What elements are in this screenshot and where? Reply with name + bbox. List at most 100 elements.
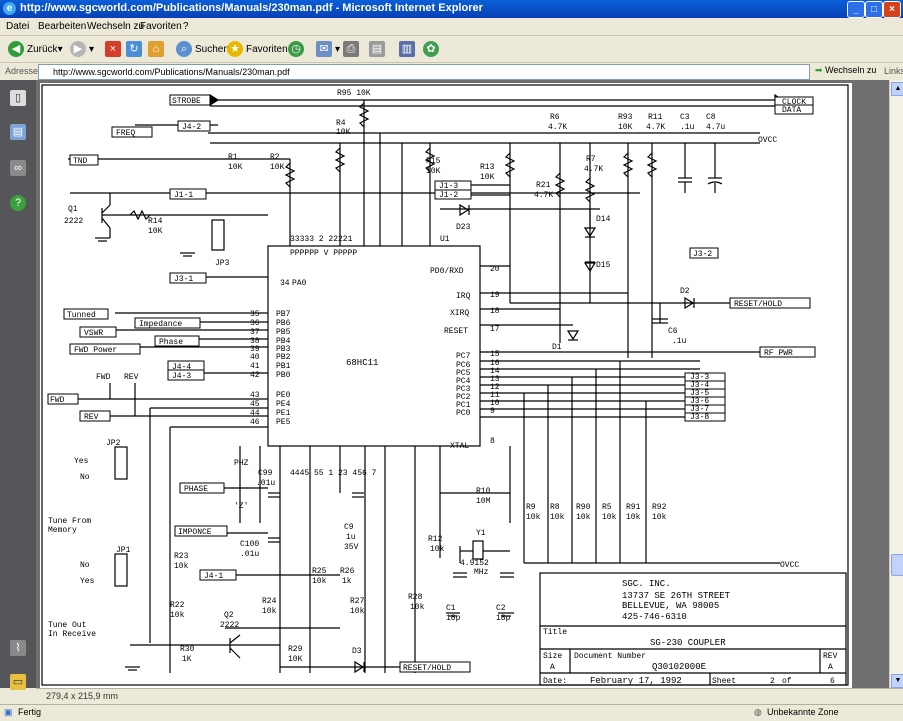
tune-from-label: Tune From [48, 517, 91, 526]
menu-goto[interactable]: Wechseln zu [87, 21, 145, 32]
scroll-thumb[interactable] [891, 554, 903, 576]
r91-value: 10k [626, 513, 641, 522]
window-title: http://www.sgcworld.com/Publications/Man… [20, 2, 483, 14]
r2-value: 10K [270, 163, 285, 172]
menu-favorites[interactable]: Favoriten [140, 21, 182, 32]
sig-tnd: TND [73, 157, 88, 166]
sig-fwd-power: FWD Power [74, 346, 117, 355]
address-label: Adresse [5, 66, 39, 76]
status-zone: Unbekannte Zone [767, 707, 839, 717]
r10-value: 10M [476, 497, 491, 506]
pin-xirq: XIRQ [450, 309, 469, 318]
conn-j3-3: J3-3 [690, 373, 709, 382]
close-button[interactable]: × [883, 1, 901, 18]
c2-label: C2 [496, 604, 506, 613]
refresh-icon: ↻ [126, 41, 142, 57]
toolbar: ◀Zurück ▾ ▶▾ × ↻ ⌂ ⌕Suchen ★Favoriten ◷ … [0, 36, 903, 63]
conn-j1-2: J1-2 [439, 191, 458, 200]
sig-impedance: Impedance [139, 320, 182, 329]
r91-label: R91 [626, 503, 641, 512]
sig-freq: FREQ [116, 129, 135, 138]
tb-sheet-label: Sheet [712, 677, 736, 686]
maximize-button[interactable]: □ [865, 1, 883, 18]
attachment-icon[interactable]: ⌇ [10, 640, 26, 656]
pin-19: 19 [490, 291, 500, 300]
y1-value: 4.9152 [460, 559, 489, 568]
pin-pe1: PE1 [276, 409, 291, 418]
r21-label: R21 [536, 181, 551, 190]
jp2-no: No [80, 473, 90, 482]
sig-phase: Phase [159, 338, 183, 347]
menu-help[interactable]: ? [183, 21, 189, 32]
r1-label: R1 [228, 153, 238, 162]
in-receive-label: In Receive [48, 630, 96, 639]
c9-value: 1u [346, 533, 356, 542]
pin-reset: RESET [444, 327, 468, 336]
c6-label: C6 [668, 327, 678, 336]
pin-pa0: PA0 [292, 279, 307, 288]
r26-label: R26 [340, 567, 355, 576]
pin-irq: IRQ [456, 292, 471, 301]
r21-value: 4.7K [534, 191, 553, 200]
scroll-down-button[interactable]: ▼ [891, 674, 903, 688]
favorites-button[interactable]: ★Favoriten [227, 40, 288, 58]
r7-label: R7 [586, 155, 596, 164]
menu-edit[interactable]: Bearbeiten [38, 21, 87, 32]
discuss-button[interactable]: ▥ [399, 40, 418, 58]
tb-date-label: Date: [543, 677, 567, 686]
pin-pb4: PB4 [276, 337, 291, 346]
phz-label: PHZ [234, 459, 249, 468]
minimize-button[interactable]: _ [847, 1, 865, 18]
sig-phase-in: PHASE [184, 485, 208, 494]
jp1-label: JP1 [116, 546, 131, 555]
back-button[interactable]: ◀Zurück ▾ [8, 40, 63, 58]
bookmarks-icon[interactable]: ▤ [10, 124, 26, 140]
forward-button[interactable]: ▶▾ [70, 40, 94, 58]
r93-value: 10K [618, 123, 633, 132]
pin-pc2: PC2 [456, 393, 471, 402]
memory-label: Memory [48, 526, 77, 535]
vertical-scrollbar[interactable]: ▲ ▼ [889, 80, 903, 688]
tb-docnum-label: Document Number [574, 652, 646, 661]
go-button[interactable]: ➡ Wechseln zu [815, 65, 877, 75]
menu-file[interactable]: Datei [6, 21, 30, 32]
pdf-document-area: STROBE CLOCK DATA FREQ J4-2 TND J1-1 J1-… [36, 80, 889, 688]
print-button[interactable]: ⎙ [343, 40, 362, 58]
r29-label: R29 [288, 645, 303, 654]
tb-title-label: Title [543, 628, 567, 637]
help-icon[interactable]: ? [10, 195, 26, 211]
home-button[interactable]: ⌂ [148, 40, 167, 58]
binoculars-icon[interactable]: ∞ [10, 160, 26, 176]
search-button[interactable]: ⌕Suchen [176, 40, 229, 58]
r14-label: R14 [148, 217, 163, 226]
c3-value: .1u [680, 123, 695, 132]
comments-icon[interactable]: ▭ [10, 674, 26, 690]
top-pin-names: PPPPPP V PPPPP [290, 249, 357, 258]
history-button[interactable]: ◷ [288, 40, 307, 58]
messenger-icon: ✿ [423, 41, 439, 57]
r23-label: R23 [174, 552, 189, 561]
r25-value: 10k [312, 577, 327, 586]
pin-pe4: PE4 [276, 400, 291, 409]
r4-value: 10K [336, 128, 351, 137]
refresh-button[interactable]: ↻ [126, 40, 145, 58]
search-icon: ⌕ [176, 41, 192, 57]
pin-9: 9 [490, 407, 495, 416]
r28-label: R28 [408, 593, 423, 602]
stop-button[interactable]: × [105, 40, 124, 58]
mail-button[interactable]: ✉▾ [316, 40, 340, 58]
address-input[interactable]: http://www.sgcworld.com/Publications/Man… [38, 64, 810, 80]
r24-value: 10k [262, 607, 277, 616]
conn-j3-1: J3-1 [174, 275, 193, 284]
page-size-bar: 279,4 x 215,9 mm [36, 688, 903, 705]
messenger-button[interactable]: ✿ [423, 40, 442, 58]
scroll-up-button[interactable]: ▲ [891, 82, 903, 96]
links-label[interactable]: Links [884, 66, 903, 76]
r12-label: R12 [428, 535, 443, 544]
pages-icon[interactable]: ▯ [10, 90, 26, 106]
r2-label: R2 [270, 153, 280, 162]
edit-button[interactable]: ▤ [369, 40, 388, 58]
pin-pc7: PC7 [456, 352, 471, 361]
print-icon: ⎙ [343, 41, 359, 57]
r28-value: 10k [410, 603, 425, 612]
